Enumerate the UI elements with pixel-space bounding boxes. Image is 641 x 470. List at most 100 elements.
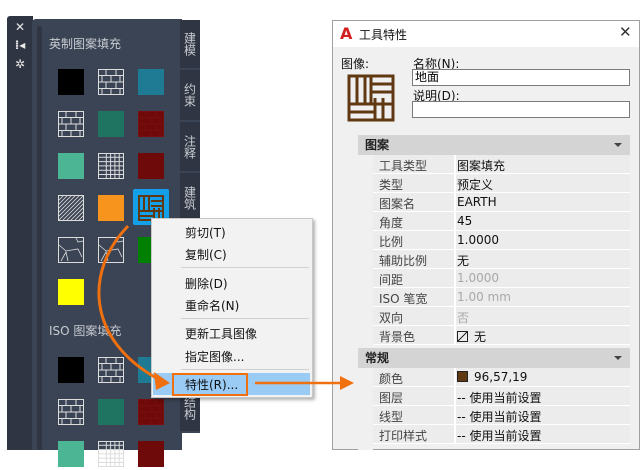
tool-swatch-brick[interactable] — [98, 357, 124, 383]
property-gutter — [358, 155, 373, 450]
tool-swatch-hatch[interactable] — [37, 194, 109, 222]
property-key: ISO 笔宽 — [379, 292, 428, 306]
tool-swatch-solid[interactable] — [138, 69, 164, 95]
menu-separator — [181, 318, 309, 319]
property-key: 打印样式 — [379, 429, 428, 443]
tool-swatch-solid[interactable] — [98, 399, 124, 425]
property-row[interactable]: 双向 否 — [373, 307, 630, 326]
close-icon[interactable]: ✕ — [14, 20, 26, 34]
callout-box — [172, 373, 248, 396]
tool-swatch-solid[interactable] — [98, 111, 124, 137]
section-title: 图案 — [365, 138, 390, 152]
property-key: 颜色 — [379, 372, 404, 386]
property-row[interactable]: 图层 -- 使用当前设置 — [373, 387, 630, 406]
property-value: 96,57,19 — [474, 370, 528, 384]
dialog-title: 工具特性 — [359, 28, 408, 42]
section-title: 英制图案填充 — [49, 37, 122, 51]
tool-swatch-solid[interactable] — [98, 195, 124, 221]
close-icon[interactable]: ✕ — [619, 23, 632, 41]
palette-scrollbar[interactable] — [37, 26, 42, 450]
property-value: 否 — [457, 311, 470, 325]
tool-swatch-solid[interactable] — [58, 153, 84, 179]
tool-swatch-grid[interactable] — [98, 441, 124, 467]
property-key: 图层 — [379, 391, 404, 405]
property-value: -- 使用当前设置 — [457, 391, 542, 405]
section-header[interactable]: 常规 — [358, 348, 630, 368]
property-value: EARTH — [457, 195, 497, 209]
tool-swatch-brick[interactable] — [58, 399, 84, 425]
tool-swatch-brick-red[interactable] — [138, 399, 164, 425]
property-row[interactable]: ISO 笔宽 1.00 mm — [373, 288, 630, 307]
tool-swatch-grid[interactable] — [98, 153, 124, 179]
property-key: 比例 — [379, 235, 404, 249]
property-value: 1.00 mm — [457, 290, 511, 304]
palette-tab[interactable]: 建模 — [180, 20, 200, 70]
menu-item[interactable]: 特性(R)... — [185, 378, 239, 392]
palette-tab[interactable]: 建筑 — [180, 173, 200, 225]
property-value: 无 — [474, 330, 487, 344]
property-row[interactable]: 颜色 96,57,19 — [373, 368, 630, 387]
tool-swatch-brick[interactable] — [98, 69, 124, 95]
property-row[interactable]: 线型 -- 使用当前设置 — [373, 406, 630, 425]
menu-item[interactable]: 剪切(T) — [185, 226, 226, 240]
property-value: -- 使用当前设置 — [457, 429, 542, 443]
property-row[interactable]: 辅助比例 无 — [373, 250, 630, 269]
property-value: 45 — [457, 214, 473, 228]
section-title: 常规 — [365, 351, 390, 365]
tool-swatch-brick-red[interactable] — [138, 111, 164, 137]
tool-swatch-solid[interactable] — [58, 441, 84, 467]
menu-separator — [181, 369, 309, 370]
property-key: 间距 — [379, 273, 404, 287]
context-menu — [151, 218, 313, 398]
menu-item[interactable]: 指定图像... — [185, 350, 245, 364]
description-label: 说明(D): — [413, 89, 460, 103]
tool-swatch-solid[interactable] — [138, 441, 164, 467]
property-key: 工具类型 — [379, 159, 428, 173]
tool-swatch-dash[interactable] — [98, 237, 124, 263]
tool-swatch-ar-conc[interactable] — [58, 237, 84, 263]
properties-icon[interactable]: ✲ — [14, 57, 26, 71]
dialog-titlebar — [333, 21, 639, 47]
section-header[interactable]: 图案 — [358, 135, 630, 155]
property-key: 双向 — [379, 311, 404, 325]
property-value: 1.0000 — [457, 233, 499, 247]
collapse-icon[interactable] — [614, 356, 622, 360]
property-row[interactable]: 工具类型图案填充 — [373, 155, 630, 174]
property-row[interactable]: 角度 45 — [373, 212, 630, 231]
property-key: 背景色 — [379, 330, 416, 344]
menu-item[interactable]: 更新工具图像 — [185, 327, 258, 341]
palette-tab[interactable]: 约束 — [180, 70, 200, 122]
menu-separator — [181, 267, 309, 268]
property-row[interactable]: 类型预定义 — [373, 174, 630, 193]
menu-highlight — [153, 373, 310, 395]
name-input[interactable]: 地面 — [412, 69, 630, 86]
property-value: -- 使用当前设置 — [457, 410, 542, 424]
tool-swatch-solid[interactable] — [58, 69, 84, 95]
tool-swatch-solid[interactable] — [138, 153, 164, 179]
property-row[interactable]: 背景色 无 — [373, 326, 630, 345]
none-color-icon — [457, 331, 468, 342]
tool-swatch-solid[interactable] — [58, 357, 84, 383]
tool-swatch-solid[interactable] — [58, 279, 84, 305]
description-input[interactable] — [412, 101, 630, 118]
section-title: ISO 图案填充 — [49, 324, 122, 338]
property-key: 角度 — [379, 216, 404, 230]
palette-tab[interactable]: 注释 — [180, 122, 200, 173]
property-key: 线型 — [379, 410, 404, 424]
collapse-icon[interactable] — [614, 143, 622, 147]
menu-item[interactable]: 重命名(N) — [185, 299, 240, 313]
property-row[interactable]: 打印样式 -- 使用当前设置 — [373, 425, 630, 444]
pattern-preview-image[interactable] — [347, 74, 395, 122]
menu-item[interactable]: 删除(D) — [185, 277, 228, 291]
menu-item[interactable]: 复制(C) — [185, 248, 227, 262]
property-value: 无 — [457, 254, 470, 268]
property-key: 辅助比例 — [379, 254, 428, 268]
palette-titlebar — [7, 16, 33, 450]
auto-hide-icon[interactable]: ⁞◂ — [14, 38, 26, 52]
image-label: 图像: — [341, 57, 370, 71]
tool-swatch-brick[interactable] — [58, 111, 84, 137]
property-key: 类型 — [379, 178, 404, 192]
property-row[interactable]: 比例 1.0000 — [373, 231, 630, 250]
